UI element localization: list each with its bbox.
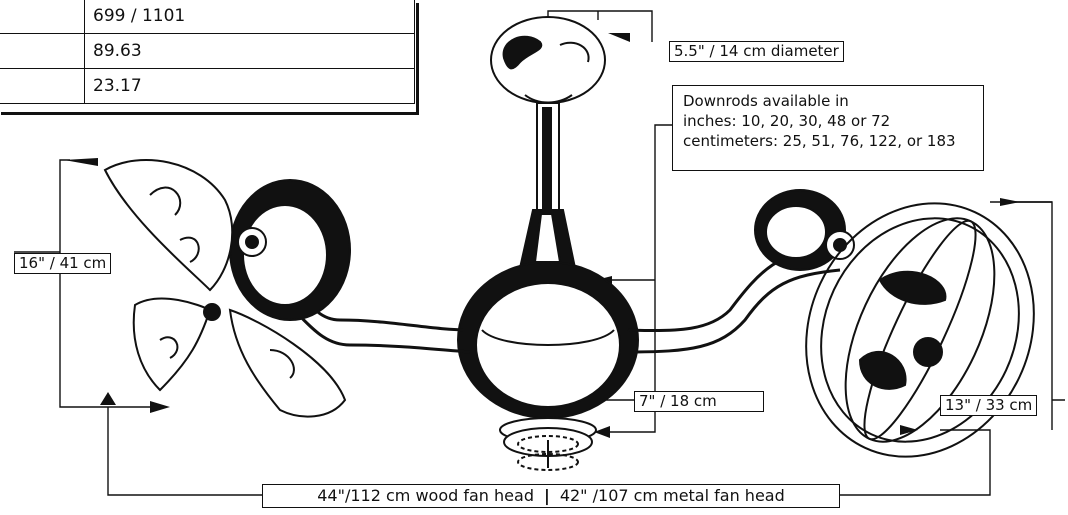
spec-table: 699 / 1101 89.63 23.17 <box>0 0 415 104</box>
downrod-inches: inches: 10, 20, 30, 48 or 72 <box>683 112 891 130</box>
span-separator: | <box>543 486 550 505</box>
table-cell-label <box>0 0 85 34</box>
downrod-centimeters: centimeters: 25, 51, 76, 122, or 183 <box>683 132 956 150</box>
metal-span-label: 42" /107 cm metal fan head <box>559 486 785 505</box>
downrod-icon <box>518 102 577 269</box>
body-height-label: 7" / 18 cm <box>634 391 764 412</box>
table-row: 699 / 1101 <box>0 0 415 34</box>
table-cell-label <box>0 33 85 69</box>
downrod-dimension-line <box>610 124 672 433</box>
overall-span-label: 44"/112 cm wood fan head | 42" /107 cm met… <box>262 484 840 508</box>
canopy-diameter-label: 5.5" / 14 cm diameter <box>669 41 844 62</box>
table-row: 23.17 <box>0 68 415 104</box>
downrod-options-label: Downrods available in inches: 10, 20, 30… <box>672 85 984 171</box>
metal-fan-head-icon <box>754 189 1035 458</box>
canopy-icon <box>490 16 606 104</box>
downrod-title: Downrods available in <box>683 92 849 110</box>
table-cell-value: 23.17 <box>84 68 415 104</box>
right-head-height-label: 13" / 33 cm <box>940 395 1038 416</box>
wood-span-label: 44"/112 cm wood fan head <box>317 486 534 505</box>
table-row: 89.63 <box>0 33 415 69</box>
table-cell-label <box>0 68 85 104</box>
motor-housing-icon <box>457 261 639 471</box>
wood-fan-head-icon <box>103 159 351 418</box>
table-cell-value: 699 / 1101 <box>84 0 415 34</box>
table-cell-value: 89.63 <box>84 33 415 69</box>
left-head-height-label: 16" / 41 cm <box>14 253 112 274</box>
